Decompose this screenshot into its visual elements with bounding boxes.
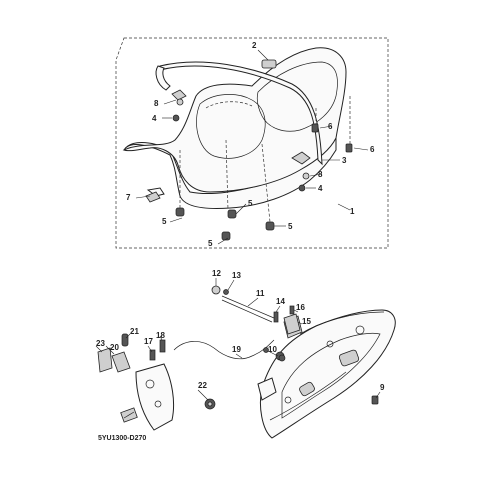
seat-hook-part7 [145,191,161,203]
seat-base [123,136,337,209]
cylinder-21 [121,333,129,347]
screw-16 [289,305,295,315]
callout-22: 22 [198,381,207,390]
front-arrow-icon [120,407,138,423]
frame-rail-lower [269,371,347,421]
damper-2 [227,209,237,219]
rear-frame-body [259,309,396,439]
frame-opening-1 [338,349,360,367]
nut-right [298,184,306,192]
diagram-code: 5YU1300-D270 [98,435,146,442]
grab-strap-end [155,65,171,91]
frame-rail-upper [299,311,385,335]
callout-18: 18 [156,331,165,340]
callout-19: 19 [232,345,241,354]
cover-hole-1 [145,379,155,389]
callouts: 2 8 4 6 6 3 8 4 7 1 5 5 5 5 12 13 11 14 … [96,41,385,392]
callout-5-d: 5 [208,239,213,248]
damper-4 [265,221,275,231]
seat-latch [261,59,277,69]
bracket-23 [97,347,113,373]
callout-6-upper: 6 [328,122,333,131]
cover-plate [135,363,175,431]
callout-1: 1 [350,207,355,216]
grab-strap [159,61,323,166]
seat-lock-hardware [97,285,379,431]
frame-left-arm [257,377,277,401]
lock-rod-11 [221,295,275,319]
pin-14 [273,311,279,323]
callout-20: 20 [110,343,119,352]
callout-17: 17 [144,337,153,346]
callout-5-b: 5 [162,217,167,226]
callout-16: 16 [296,303,305,312]
callout-7: 7 [126,193,131,202]
mount-line-b [261,143,271,223]
seat-assembly-boundary [115,37,389,249]
callout-5-a: 5 [248,199,253,208]
cable-end [263,347,269,353]
spring-12 [211,285,221,295]
passenger-seat-area [256,61,338,132]
rider-seat-panel [196,94,266,159]
seat-hardware [145,96,353,241]
callout-21: 21 [130,327,139,336]
lock-15 [283,313,301,335]
mount-line-a [225,139,229,211]
callout-11: 11 [256,289,265,298]
rear-frame-inner [281,332,381,419]
frame-hole-1 [355,325,365,335]
callout-4-left: 4 [152,114,157,123]
bolt-9 [371,395,379,405]
nut-left [172,114,180,122]
rear-frame-assembly [257,309,396,439]
washer-left [176,98,184,106]
callout-9: 9 [380,383,385,392]
damper-3 [221,231,231,241]
callout-15: 15 [302,317,311,326]
callout-13: 13 [232,271,241,280]
bolt-17 [149,349,156,361]
frame-hole-2 [326,340,334,348]
washer-right [302,172,310,180]
nut-10 [278,354,286,362]
callout-3: 3 [342,156,347,165]
callout-14: 14 [276,297,285,306]
callout-6-right: 6 [370,145,375,154]
cover-hole-2 [154,400,162,408]
lock-assembly-20 [111,351,131,373]
bolt-right-1 [311,123,319,133]
lower-leader-lines [95,278,381,401]
callout-12: 12 [212,269,221,278]
strap-bracket-right [291,151,311,165]
callout-8-right: 8 [318,170,323,179]
callout-8-left: 8 [154,99,159,108]
callout-10: 10 [268,345,277,354]
callout-5-c: 5 [288,222,293,231]
bolt-right-2 [345,143,353,153]
damper-1 [175,207,185,217]
cable-19 [173,339,275,360]
seat-assembly [122,47,347,209]
frame-opening-2 [299,381,315,397]
callout-4-right: 4 [318,184,323,193]
bolt-18 [159,339,166,353]
frame-hole-3 [284,396,292,404]
lock-rod-11b [221,299,273,323]
strap-bracket-left [171,89,187,101]
callout-23: 23 [96,339,105,348]
seat-leader-lines [135,49,369,245]
grommet-22-inner [207,401,213,407]
clip-13 [223,289,229,295]
callout-2: 2 [252,41,257,50]
